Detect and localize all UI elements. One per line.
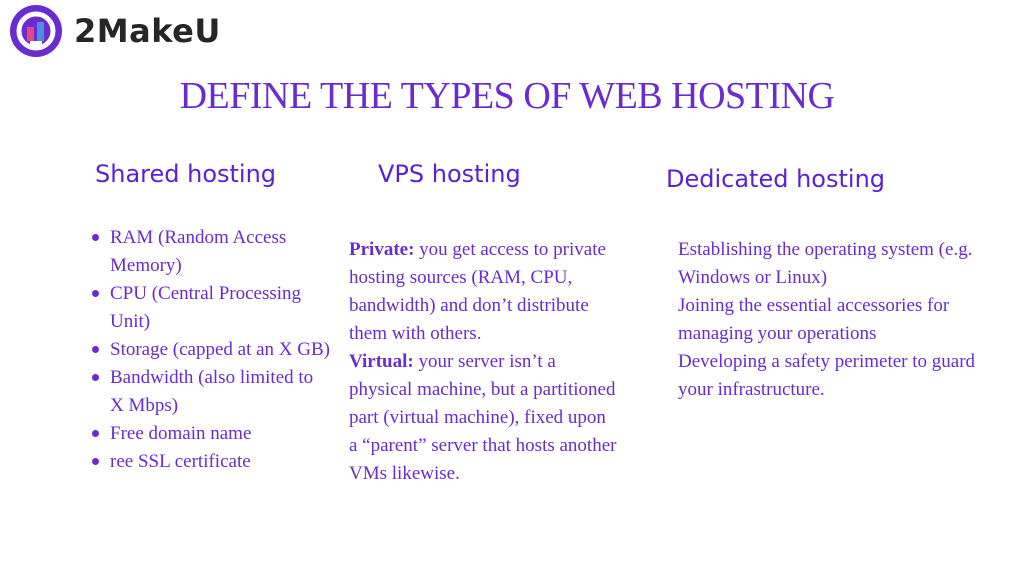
page-title: DEFINE THE TYPES OF WEB HOSTING xyxy=(179,75,835,117)
shared-hosting-list: RAM (Random Access Memory) CPU (Central … xyxy=(90,224,330,476)
dedicated-line: Establishing the operating system (e.g. … xyxy=(678,239,973,288)
vps-hosting-text: Private: you get access to private hosti… xyxy=(349,236,619,488)
shared-hosting-heading: Shared hosting xyxy=(95,160,277,188)
list-item: CPU (Central Processing Unit) xyxy=(90,280,330,336)
list-item: ree SSL certificate xyxy=(90,448,330,476)
private-text: you get access to private hosting source… xyxy=(349,239,606,344)
private-label: Private: xyxy=(349,239,415,260)
dedicated-hosting-text: Establishing the operating system (e.g. … xyxy=(678,236,978,404)
list-item: Free domain name xyxy=(90,420,330,448)
brand-name: 2MakeU xyxy=(74,12,221,50)
list-item: Bandwidth (also limited to X Mbps) xyxy=(90,364,330,420)
brand-logo: 2MakeU xyxy=(10,4,221,58)
vps-hosting-heading: VPS hosting xyxy=(378,160,521,188)
virtual-text: your server isn’t a physical machine, bu… xyxy=(349,351,617,484)
dedicated-hosting-heading: Dedicated hosting xyxy=(666,165,886,193)
logo-icon xyxy=(10,5,62,57)
dedicated-line: Joining the essential accessories for ma… xyxy=(678,295,950,344)
list-item: RAM (Random Access Memory) xyxy=(90,224,330,280)
virtual-label: Virtual: xyxy=(349,351,414,372)
list-item: Storage (capped at an X GB) xyxy=(90,336,330,364)
dedicated-line: Developing a safety perimeter to guard y… xyxy=(678,351,976,400)
